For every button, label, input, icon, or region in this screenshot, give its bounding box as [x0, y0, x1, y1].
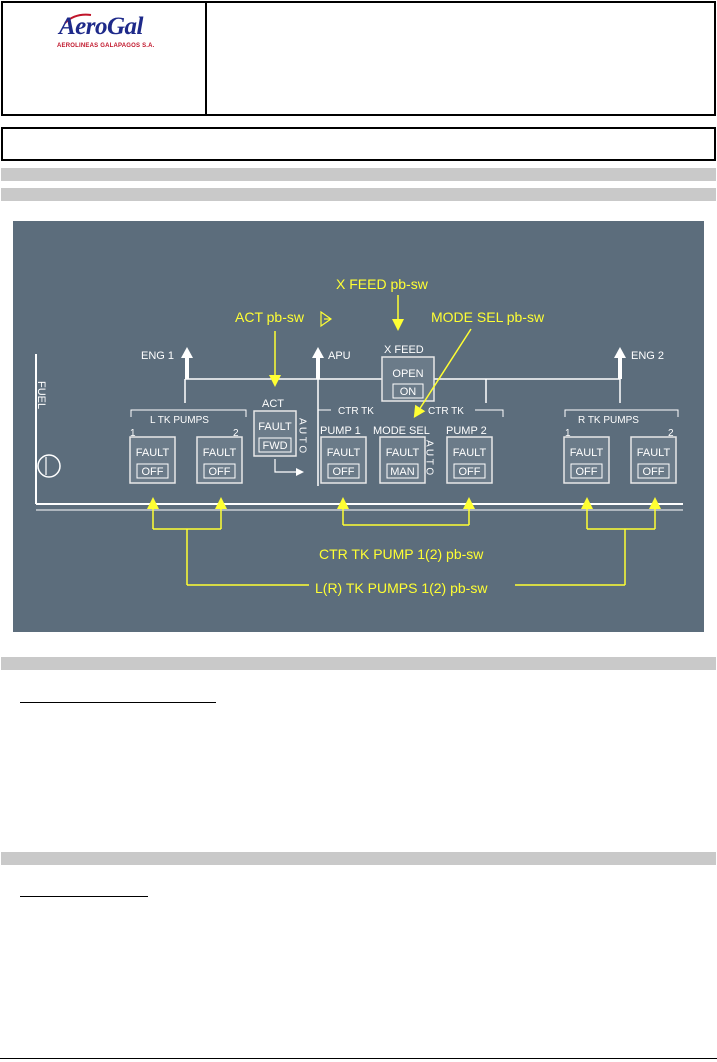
act-auto-label: A U T O — [297, 418, 308, 453]
svg-text:FAULT: FAULT — [203, 447, 237, 459]
section-heading-underline-2 — [20, 896, 148, 897]
annotation-xfeed: X FEED pb-sw — [336, 276, 429, 292]
svg-text:FAULT: FAULT — [637, 447, 671, 459]
svg-text:1: 1 — [130, 428, 136, 439]
pump2-label: PUMP 2 — [446, 425, 487, 437]
svg-text:OFF: OFF — [333, 466, 355, 478]
act-arrow-icon — [320, 310, 333, 328]
annotation-act: ACT pb-sw — [235, 309, 305, 325]
l-tk-pump2-button[interactable]: FAULT OFF — [196, 436, 243, 484]
annotation-mode-sel: MODE SEL pb-sw — [431, 309, 545, 325]
footer-line — [0, 1058, 717, 1059]
l-tk-pumps-label: L TK PUMPS — [150, 415, 209, 426]
svg-text:FWD: FWD — [262, 440, 287, 452]
section-heading-underline-1 — [20, 702, 216, 703]
header-box — [1, 1, 716, 116]
mode-sel-button[interactable]: FAULT MAN — [379, 436, 426, 484]
eng2-label: ENG 2 — [631, 350, 664, 362]
subtitle-box — [1, 127, 716, 161]
svg-text:FAULT: FAULT — [453, 447, 487, 459]
logo-name: AeroGal — [59, 13, 144, 40]
svg-text:FAULT: FAULT — [386, 447, 420, 459]
bird-icon — [64, 13, 92, 24]
r-tk-pump1-button[interactable]: FAULT OFF — [563, 436, 610, 484]
xfeed-title: X FEED — [384, 344, 424, 356]
svg-text:OFF: OFF — [209, 466, 231, 478]
act-title: ACT — [262, 398, 284, 410]
ctr-tk-right-label: CTR TK — [428, 406, 464, 417]
svg-text:MAN: MAN — [390, 466, 415, 478]
annotation-tk-pumps: L(R) TK PUMPS 1(2) pb-sw — [315, 580, 488, 596]
svg-text:OFF: OFF — [142, 466, 164, 478]
section-bar-2 — [1, 188, 716, 201]
svg-text:FAULT: FAULT — [136, 447, 170, 459]
mode-auto-label: A U T O — [424, 440, 435, 475]
svg-text:FAULT: FAULT — [570, 447, 604, 459]
section-bar-4 — [1, 852, 716, 865]
section-bar-3 — [1, 657, 716, 670]
svg-text:FAULT: FAULT — [258, 421, 292, 433]
r-tk-pump2-button[interactable]: FAULT OFF — [630, 436, 677, 484]
svg-text:1: 1 — [565, 428, 571, 439]
panel-screw-icon — [37, 454, 61, 478]
r-tk-pumps-label: R TK PUMPS — [578, 415, 639, 426]
ctr-tk-pump2-button[interactable]: FAULT OFF — [446, 436, 493, 484]
l-tk-pump1-button[interactable]: FAULT OFF — [129, 436, 176, 484]
fuel-panel-diagram: FUEL ENG 1 ENG 2 APU L TK PUMPS 1 2 R TK… — [13, 221, 704, 632]
svg-text:OFF: OFF — [576, 466, 598, 478]
svg-text:ON: ON — [400, 386, 417, 398]
ctr-tk-pump1-button[interactable]: FAULT OFF — [320, 436, 367, 484]
svg-text:OFF: OFF — [643, 466, 665, 478]
eng1-label: ENG 1 — [141, 350, 174, 362]
section-bar-1 — [1, 168, 716, 181]
svg-text:FUEL: FUEL — [35, 381, 47, 409]
header-divider — [205, 1, 207, 116]
svg-text:OPEN: OPEN — [392, 368, 423, 380]
fuel-label: FUEL — [35, 381, 47, 409]
act-button[interactable] — [253, 410, 297, 457]
pump1-label: PUMP 1 — [320, 425, 361, 437]
svg-text:FAULT: FAULT — [327, 447, 361, 459]
svg-text:2: 2 — [233, 428, 239, 439]
apu-label: APU — [328, 350, 351, 362]
company-logo: AeroGal AEROLINEAS GALAPAGOS S.A. — [3, 3, 203, 114]
logo-tagline: AEROLINEAS GALAPAGOS S.A. — [57, 43, 155, 49]
annotation-ctr-pump: CTR TK PUMP 1(2) pb-sw — [319, 546, 484, 562]
xfeed-button[interactable] — [381, 356, 435, 402]
mode-sel-label: MODE SEL — [373, 425, 430, 437]
ctr-tk-left-label: CTR TK — [338, 406, 374, 417]
svg-text:OFF: OFF — [459, 466, 481, 478]
svg-text:2: 2 — [668, 428, 674, 439]
